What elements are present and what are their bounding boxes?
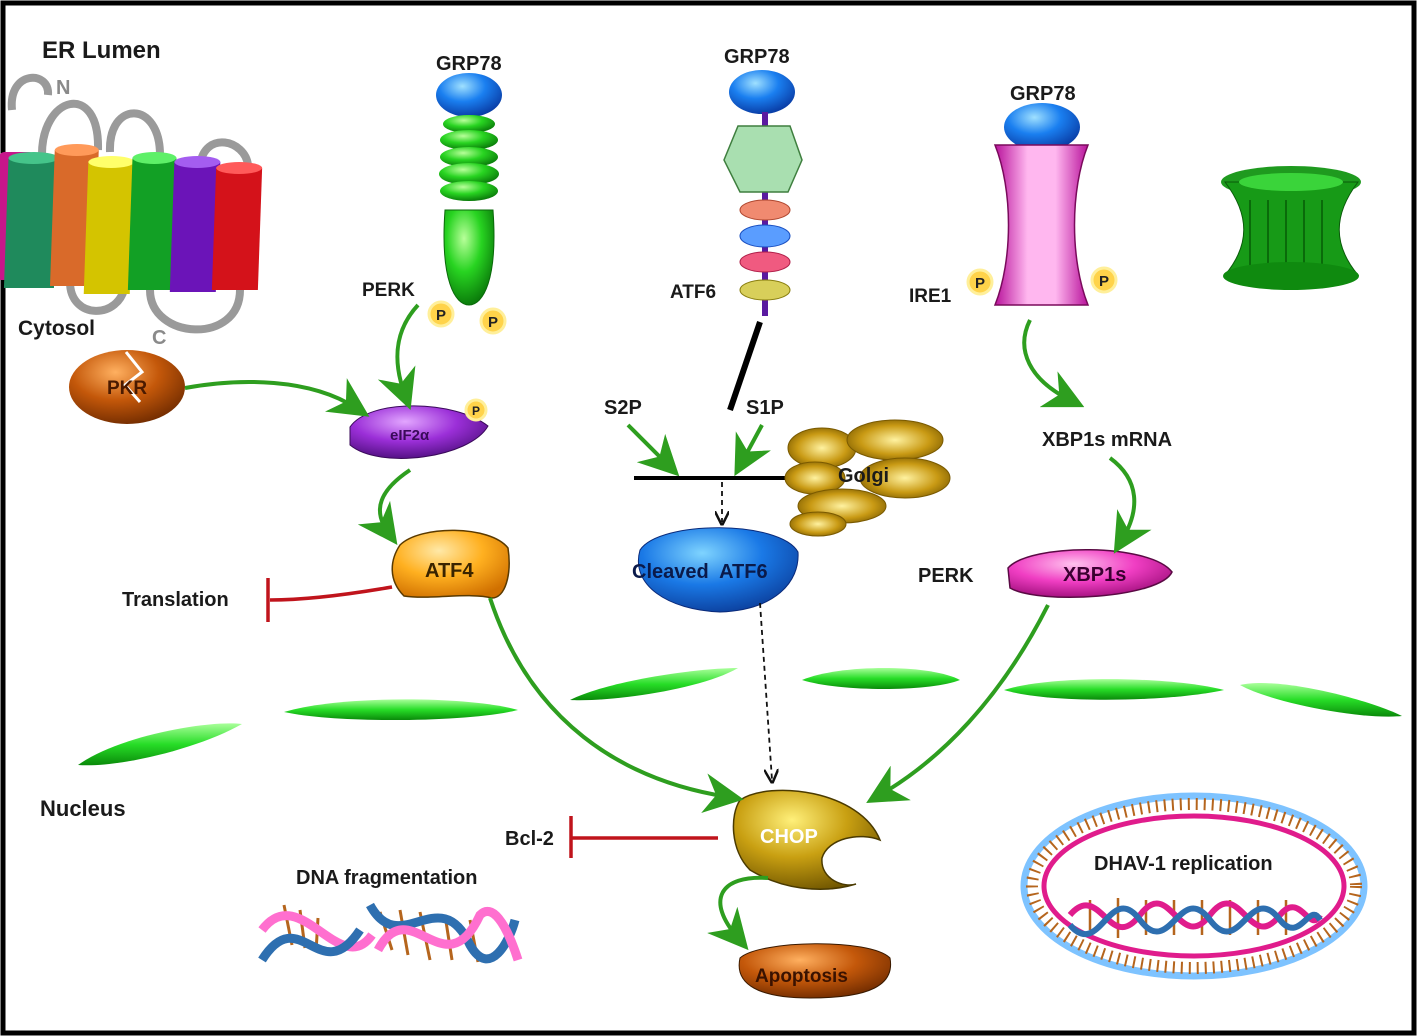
xbp1s-label: XBP1s <box>1063 564 1126 586</box>
bcl2-label: Bcl-2 <box>505 828 554 850</box>
er-lumen-label: ER Lumen <box>42 37 161 64</box>
atf4-label: ATF4 <box>425 560 474 582</box>
protease-cleavage: S2P S1P <box>604 321 800 522</box>
atf4-protein: ATF4 <box>391 529 510 599</box>
perk-receptor: GRP78 PERK P P <box>362 53 507 335</box>
perk-label-2: PERK <box>918 565 974 587</box>
inhibition-arrows <box>266 578 718 858</box>
chop-protein: CHOP <box>732 789 882 890</box>
n-terminus-label: N <box>56 77 70 99</box>
chop-label: CHOP <box>760 826 818 848</box>
nucleus-label: Nucleus <box>40 796 126 821</box>
perk-label: PERK <box>362 280 415 301</box>
grp78-ire1-label: GRP78 <box>1010 83 1076 105</box>
eif2a-label: eIF2α <box>390 427 430 444</box>
dhav1-virus: DHAV-1 replication <box>1020 792 1368 980</box>
ire1-phospho-1: P <box>975 275 985 292</box>
apoptosis-label: Apoptosis <box>755 966 848 987</box>
fragmented-dna-icon <box>258 902 523 964</box>
cleaved-atf6-to-chop-arrow <box>759 602 772 780</box>
c-terminus-label: C <box>152 327 166 349</box>
golgi-label: Golgi <box>838 465 889 487</box>
grp78-atf6 <box>729 70 795 114</box>
perk-phospho-1: P <box>436 307 446 324</box>
perk-phospho-2: P <box>488 314 498 331</box>
apoptosis-node: Apoptosis <box>738 943 892 999</box>
activation-arrows <box>184 303 1152 951</box>
golgi-apparatus: Golgi <box>784 419 951 537</box>
ire1-receptor: GRP78 IRE1 P P <box>909 83 1118 307</box>
eif2a-phospho: P <box>472 404 480 418</box>
nuclear-envelope <box>78 668 1402 766</box>
pkr-protein: PKR <box>69 350 185 424</box>
atf6-receptor: GRP78 ATF6 <box>670 46 803 316</box>
ire1-label: IRE1 <box>909 286 952 307</box>
cytosol-label: Cytosol <box>18 317 95 340</box>
eif2a-protein: eIF2α P <box>349 398 489 459</box>
membrane-pore-channel <box>1221 166 1361 290</box>
grp78-perk <box>436 73 502 117</box>
xbp1s-protein: XBP1s <box>1007 549 1173 599</box>
grp78-ire1 <box>1004 103 1080 151</box>
dhav1-replication-label: DHAV-1 replication <box>1094 853 1273 875</box>
translation-label: Translation <box>122 589 229 611</box>
grp78-atf6-label: GRP78 <box>724 46 790 68</box>
atf6-label: ATF6 <box>670 282 716 303</box>
grp78-perk-label: GRP78 <box>436 53 502 75</box>
ire1-phospho-2: P <box>1099 273 1109 290</box>
dna-fragmentation-label: DNA fragmentation <box>296 867 477 889</box>
cleaved-atf6-protein: Cleaved ATF6 <box>632 527 799 613</box>
s2p-label: S2P <box>604 397 642 419</box>
xbp1s-mrna-label: XBP1s mRNA <box>1042 429 1172 451</box>
s1p-label: S1P <box>746 397 784 419</box>
cleaved-atf6-label: Cleaved ATF6 <box>632 561 768 583</box>
pkr-label: PKR <box>107 378 147 399</box>
gpcr-receptor: N C <box>0 73 263 349</box>
